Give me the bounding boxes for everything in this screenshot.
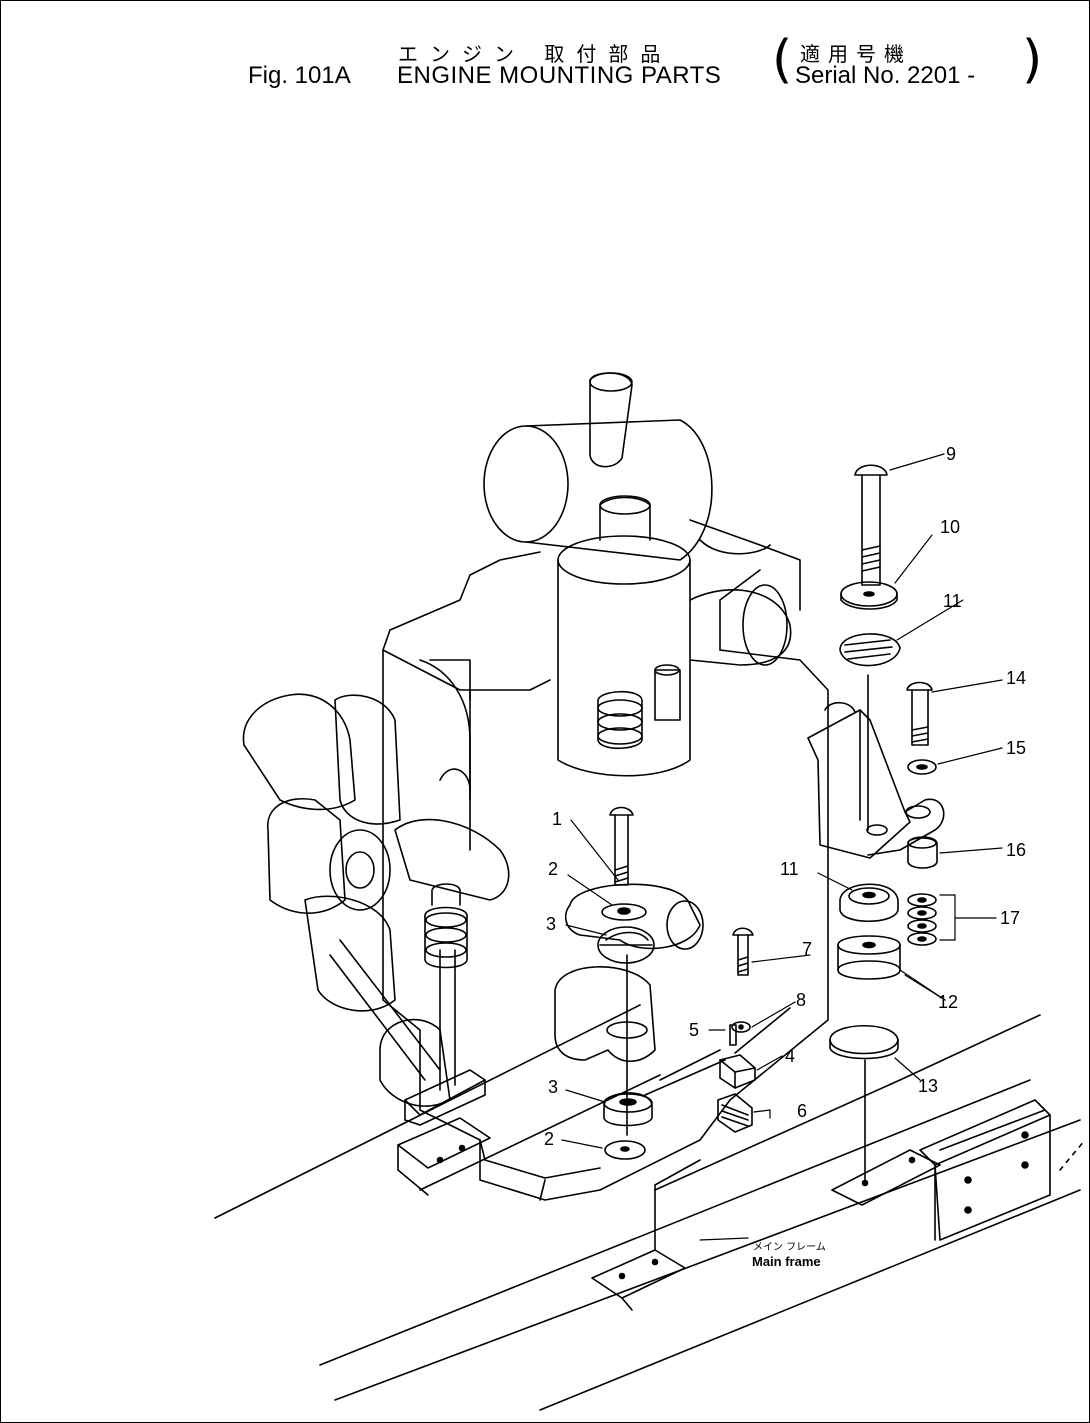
air-cleaner xyxy=(557,495,792,777)
front-left-mount xyxy=(329,883,486,1126)
serial-number: Serial No. 2201 - xyxy=(795,62,976,89)
callout-10: 10 xyxy=(940,517,960,537)
leader-lines xyxy=(561,453,1003,1241)
callout-5: 5 xyxy=(689,1020,699,1040)
frame-mount-brackets xyxy=(397,1117,941,1311)
main-frame-label-japanese: メイン フレーム xyxy=(753,1241,826,1253)
callout-9: 9 xyxy=(946,444,956,464)
callout-12: 12 xyxy=(938,992,958,1012)
callout-11-top: 11 xyxy=(943,591,962,611)
engine-block xyxy=(382,551,829,1201)
main-frame-rails xyxy=(214,1004,1081,1411)
cooling-fan xyxy=(242,659,510,1107)
left-paren: ( xyxy=(772,30,793,90)
frame-crossmember xyxy=(919,1099,1086,1241)
callout-2-top: 2 xyxy=(548,859,558,879)
title-japanese-serial: 適用号機 xyxy=(800,42,912,66)
title-japanese: エンジン 取付部品 xyxy=(398,42,673,66)
callout-16: 16 xyxy=(1006,840,1026,860)
callout-1: 1 xyxy=(552,809,562,829)
callout-8: 8 xyxy=(796,990,806,1010)
callout-11-bottom: 11 xyxy=(780,859,799,879)
callout-15: 15 xyxy=(1006,738,1026,758)
right-paren: ) xyxy=(1022,30,1043,90)
callout-3-top: 3 xyxy=(546,914,556,934)
main-frame-label: メイン フレーム Main frame xyxy=(752,1241,826,1269)
muffler xyxy=(483,372,801,611)
main-frame-label-english: Main frame xyxy=(752,1254,821,1269)
figure-title: ENGINE MOUNTING PARTS xyxy=(397,62,722,89)
rear-mount-assembly xyxy=(554,806,704,1160)
callout-4: 4 xyxy=(785,1046,795,1066)
callout-14: 14 xyxy=(1006,668,1026,688)
callout-6: 6 xyxy=(797,1101,807,1121)
title-block: エンジン 取付部品 ( 適用号機 ) Fig. 101A ENGINE MOUN… xyxy=(0,0,1090,110)
callout-3-bottom: 3 xyxy=(548,1077,558,1097)
figure-number: Fig. 101A xyxy=(248,62,351,89)
callout-numbers: 1 2 3 3 2 4 5 6 7 8 9 10 11 11 12 13 14 … xyxy=(544,444,1026,1149)
callout-17: 17 xyxy=(1000,908,1020,928)
callout-13: 13 xyxy=(918,1076,938,1096)
callout-7: 7 xyxy=(802,939,812,959)
callout-2-bottom: 2 xyxy=(544,1129,554,1149)
right-mount-assembly xyxy=(807,464,945,1181)
small-parts-4-to-8 xyxy=(644,927,791,1133)
